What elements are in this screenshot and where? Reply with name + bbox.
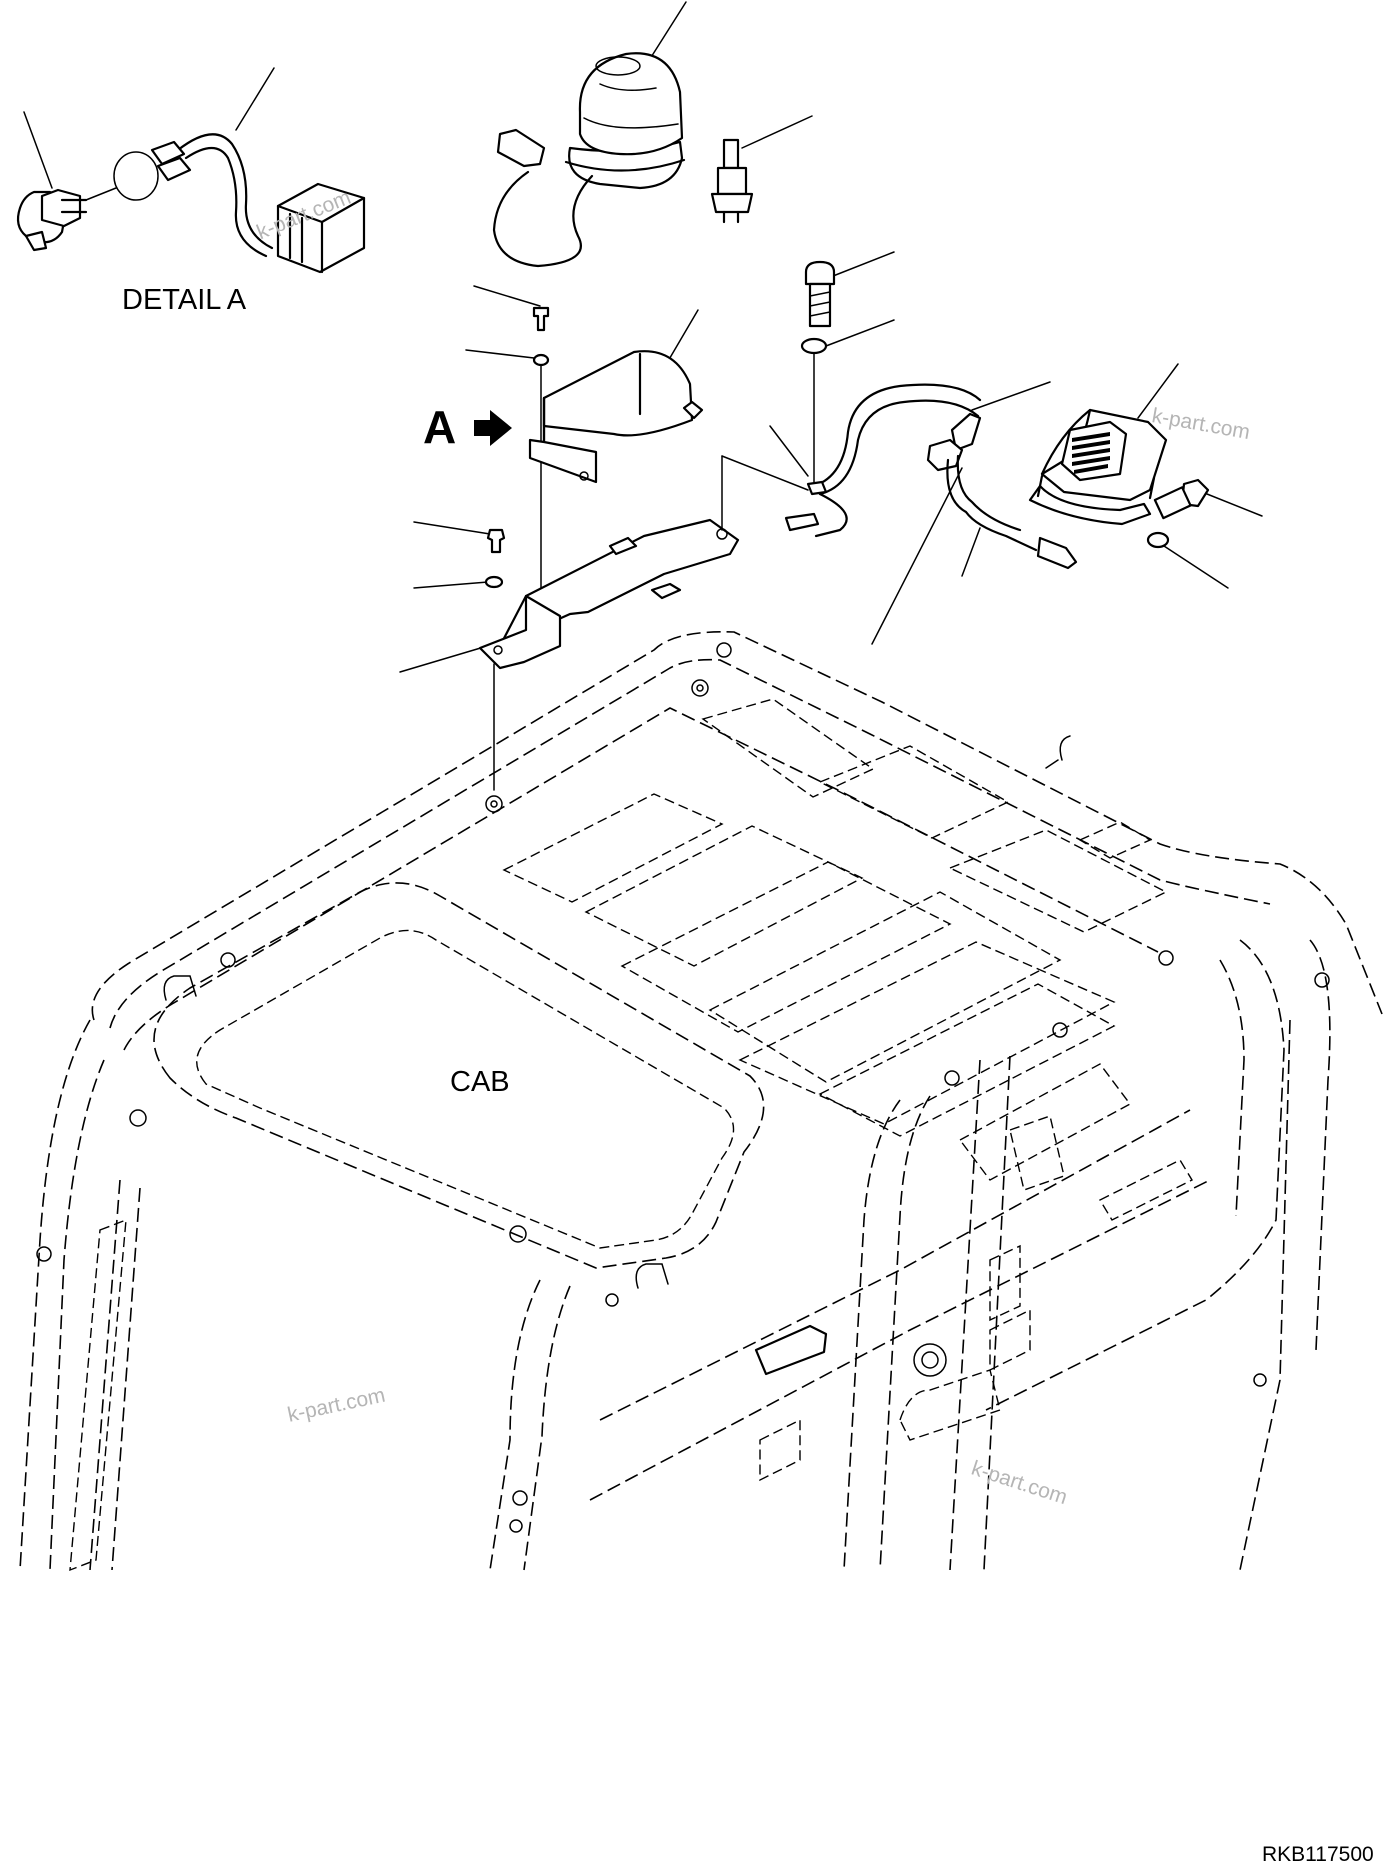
mounting-bracket-lower [399,518,740,791]
leader-line [473,285,541,307]
connector [1036,536,1078,570]
leader-line [827,251,895,279]
o-ring [113,151,159,201]
leader-line [413,521,491,535]
leader-line [971,381,1051,411]
leader-line [647,1,687,63]
halogen-bulb [710,115,813,224]
mounting-bracket-upper [528,309,704,484]
leader-line [741,115,813,149]
leader-line [769,425,809,477]
washer [532,353,550,367]
leader-line [465,349,535,359]
work-lamp-harness [721,381,1078,645]
bolt [486,528,506,554]
detail-a-label: DETAIL A [122,284,247,316]
work-lamp [1028,363,1263,589]
view-arrow-a [474,410,512,446]
leader-line [1201,491,1263,517]
leader-line [961,527,981,577]
leader-line [825,319,895,347]
lamp-bolt-washer [800,251,895,485]
leader-line [235,67,275,131]
cab-label: CAB [450,1066,510,1098]
bracket-hardware [465,285,550,597]
leader-line [1137,363,1179,419]
screw [532,306,550,332]
leader-line [413,581,489,589]
washer [800,337,828,355]
washer [1146,531,1170,549]
power-plug [496,128,546,168]
view-arrow-label: A [423,401,457,453]
lamp-lens-grille [1072,432,1110,474]
bolt [804,260,836,286]
washer [484,575,504,589]
leader-line [1163,545,1229,589]
detail-a-switch [16,111,159,252]
leader-line [399,643,495,673]
detail-a-harness [150,67,366,274]
interior-handle [754,1324,828,1376]
leader-line [23,111,53,189]
cab-outline [19,631,1383,1572]
drawing-code: RKB117500 [1262,1843,1374,1866]
rotating-beacon [492,1,687,268]
arrow-icon [474,410,512,446]
